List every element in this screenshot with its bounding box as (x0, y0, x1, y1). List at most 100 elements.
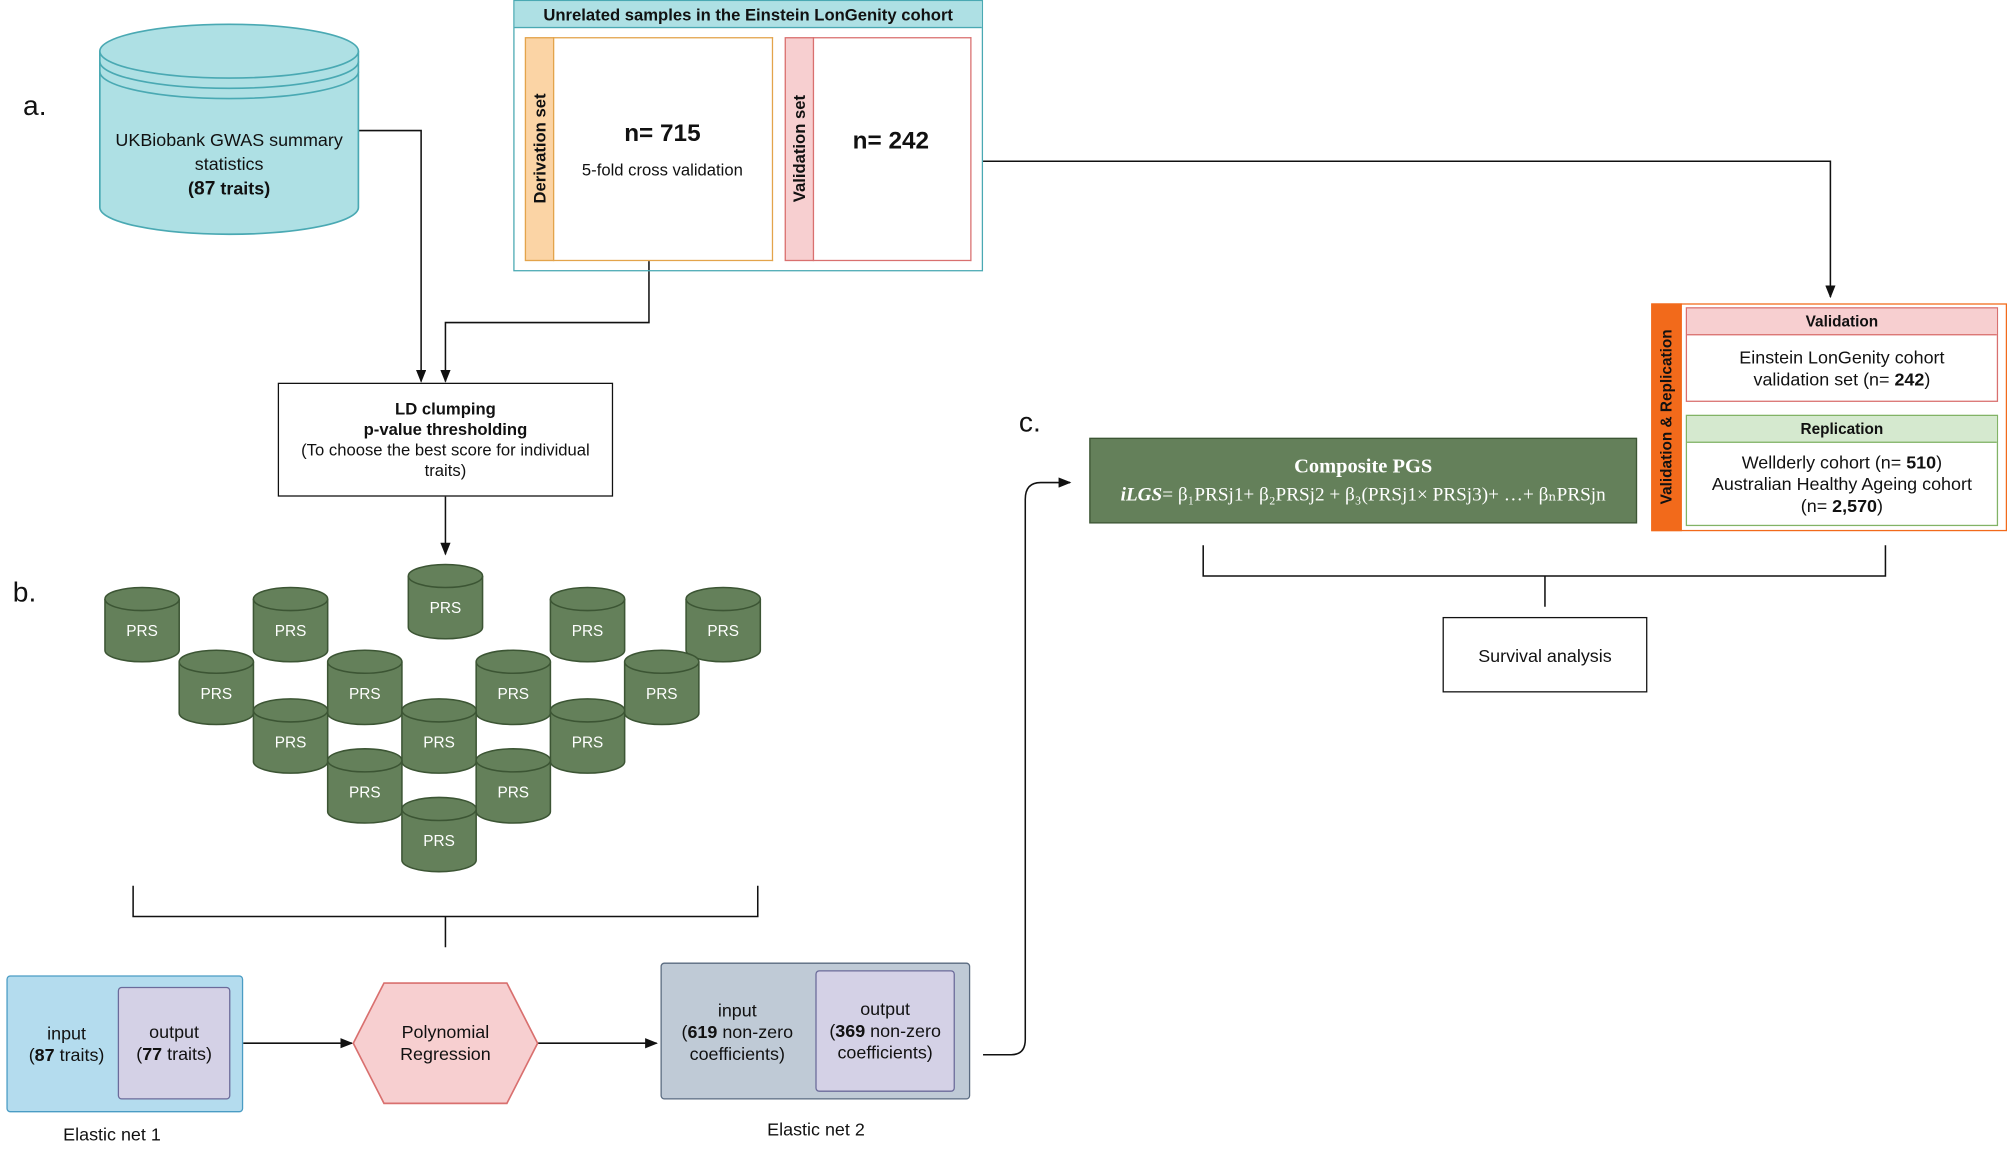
panel-label-a: a. (23, 89, 47, 122)
ukbiobank-paren: ( (188, 177, 195, 198)
cohort-title: Unrelated samples in the Einstein LonGen… (514, 1, 982, 29)
prs-cylinder-icon: PRS (475, 649, 552, 726)
arrow-derivation-to-ld (440, 261, 650, 383)
cohort-box: Unrelated samples in the Einstein LonGen… (513, 0, 984, 272)
validation-replication-label: Validation & Replication (1657, 329, 1676, 505)
prs-cylinder-icon: PRS (401, 698, 477, 774)
derivation-n: n= 715 (624, 119, 701, 147)
replication-n1: 510 (1906, 451, 1937, 472)
derivation-set-box: n= 715 5-fold cross validation (552, 37, 774, 262)
prs-label: PRS (349, 686, 381, 703)
elastic2-output-label: output (860, 998, 911, 1019)
ukbiobank-count-suffix: traits) (215, 177, 271, 198)
elastic1-output-count: 77 (142, 1043, 163, 1064)
validation-card: Validation Einstein LonGenity cohort val… (1685, 307, 1999, 402)
arrow-ukbiobank-to-ld (358, 129, 427, 383)
bracket-composite (1202, 545, 1887, 607)
prs-label: PRS (430, 600, 462, 617)
prs-cylinder-icon: PRS (549, 698, 626, 774)
prs-label: PRS (275, 623, 307, 640)
derivation-note: 5-fold cross validation (581, 159, 743, 179)
elastic1-output-count-line: (77 traits) (136, 1043, 212, 1064)
prs-label: PRS (423, 735, 455, 752)
validation-header: Validation (1687, 308, 1997, 336)
validation-body: Einstein LonGenity cohort validation set… (1687, 335, 1997, 400)
prs-cylinder-icon: PRS (326, 649, 403, 726)
prs-label: PRS (201, 686, 233, 703)
ld-line3: (To choose the best score for individual (301, 439, 590, 459)
polynomial-regression-hexagon (352, 982, 539, 1105)
validation-n-value: 242 (1894, 368, 1925, 389)
elastic1-input-suffix: traits) (54, 1044, 105, 1065)
poly-line1: Polynomial (401, 1021, 490, 1042)
ukbiobank-count-line: (87 traits) (188, 176, 270, 200)
elastic-net-2-caption: Elastic net 2 (767, 1118, 865, 1140)
composite-pgs-formula: iLGS= β₁PRSj1+ β₂PRSj2 + β₃(PRSj1× PRSj3… (1121, 482, 1606, 506)
panel-label-c: c. (1018, 405, 1041, 438)
replication-body: Wellderly cohort (n= 510) Australian Hea… (1687, 443, 1997, 525)
validation-line2-text: validation set (n= (1753, 368, 1895, 389)
ukbiobank-count: 87 (194, 177, 216, 200)
prs-cylinder-icon: PRS (475, 748, 552, 824)
replication-line3-text: (n= (1800, 494, 1833, 516)
elastic2-output-box: output (369 non-zero coefficients) (815, 970, 955, 1092)
ukbiobank-line2: statistics (194, 152, 264, 174)
elastic2-input-count-line: (619 non-zero (681, 1020, 794, 1042)
elastic1-input-count-line: (87 traits) (28, 1044, 105, 1065)
prs-label: PRS (572, 735, 604, 752)
derivation-set-tab (524, 37, 555, 262)
prs-cylinder-icon: PRS (401, 796, 477, 873)
prs-label: PRS (126, 623, 158, 640)
elastic2-input-suffix: non-zero (717, 1020, 794, 1042)
ukbiobank-label: UKBiobank GWAS summary statistics (87 tr… (102, 123, 355, 205)
bracket-prs (132, 885, 759, 948)
prs-label: PRS (349, 784, 381, 801)
replication-header: Replication (1687, 416, 1997, 443)
validation-set-box: n= 242 (812, 37, 972, 262)
survival-analysis-box: Survival analysis (1442, 616, 1648, 693)
elastic2-output-count-line: (369 non-zero (829, 1020, 941, 1041)
prs-label: PRS (497, 686, 529, 703)
elastic2-input-count: 619 (687, 1020, 718, 1042)
prs-cylinder-icon: PRS (252, 698, 329, 774)
ld-clumping-box: LD clumping p-value thresholding (To cho… (277, 382, 614, 497)
elastic2-output-line3: coefficients) (837, 1041, 933, 1063)
prs-label: PRS (275, 735, 307, 752)
composite-pgs-title: Composite PGS (1294, 455, 1433, 477)
prs-cylinder-icon: PRS (178, 649, 255, 726)
elastic1-input-label: input (47, 1022, 86, 1044)
formula-name: iLGS (1120, 484, 1163, 505)
polynomial-regression-label: Polynomial Regression (351, 980, 540, 1105)
ukbiobank-database-icon (99, 23, 360, 236)
elastic2-output-count: 369 (835, 1020, 866, 1041)
composite-pgs-box: Composite PGS iLGS= β₁PRSj1+ β₂PRSj2 + β… (1089, 437, 1638, 524)
elastic1-output-suffix: traits) (162, 1043, 212, 1064)
prs-cylinder-icon: PRS (549, 586, 626, 663)
formula-body: = β₁PRSj1+ β₂PRSj2 + β₃(PRSj1× PRSj3)+ …… (1162, 484, 1606, 505)
replication-line3: (n= 2,570) (1800, 494, 1884, 516)
validation-line1: Einstein LonGenity cohort (1739, 346, 1945, 367)
panel-label-b: b. (12, 576, 37, 608)
prs-cylinder-icon: PRS (104, 586, 180, 663)
prs-cylinder-icon: PRS (407, 563, 484, 640)
ld-line2: p-value thresholding (363, 419, 528, 439)
replication-line2: Australian Healthy Ageing cohort (1711, 472, 1972, 494)
elastic2-input: input (619 non-zero coefficients) (671, 998, 804, 1065)
prs-cylinder-icon: PRS (623, 649, 700, 726)
arrow-elastic2-to-composite (983, 477, 1072, 1056)
elastic1-output-box: output (77 traits) (117, 986, 231, 1100)
elastic2-input-label: input (717, 999, 757, 1020)
replication-line1-text: Wellderly cohort (n= (1741, 451, 1907, 472)
validation-replication-tab (1651, 303, 1682, 532)
prs-cylinder-icon: PRS (252, 586, 329, 663)
ukbiobank-line1: UKBiobank GWAS summary (115, 128, 343, 150)
elastic2-output-suffix: non-zero (865, 1020, 941, 1041)
replication-n2: 2,570 (1832, 494, 1878, 516)
ld-line1: LD clumping (395, 398, 496, 418)
validation-n: n= 242 (852, 128, 930, 155)
validation-set-tab (784, 37, 815, 262)
elastic-net-1-caption: Elastic net 1 (63, 1123, 161, 1145)
elastic1-output-label: output (149, 1021, 199, 1042)
elastic2-input-line3: coefficients) (689, 1042, 785, 1064)
